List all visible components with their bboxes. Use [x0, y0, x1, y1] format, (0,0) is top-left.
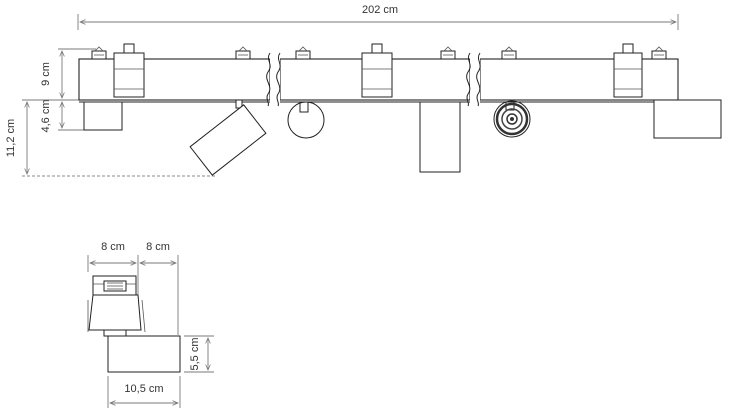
screw — [501, 46, 517, 60]
spot-length-label: 10,5 cm — [124, 383, 163, 395]
side-spotlight-body — [107, 335, 181, 373]
total-length-label: 202 cm — [362, 4, 398, 16]
max-height-dimension: 11,2 cm — [5, 99, 215, 177]
side-view-detail: 8 cm 8 cm 5,5 cm 10,5 cm — [87, 241, 214, 408]
spotlight-down-2 — [419, 101, 461, 173]
spotlight-lens-view — [493, 100, 531, 138]
mounting-screws — [91, 46, 667, 60]
spotlight-tilted — [189, 99, 267, 176]
rail-height-dimension: 9 cm — [40, 48, 96, 98]
spot-depth-dimension: 5,5 cm — [184, 335, 214, 373]
spot-depth-label: 5,5 cm — [189, 337, 201, 370]
spotlights — [83, 99, 722, 176]
rail-segment-left — [78, 58, 271, 101]
connector-block — [113, 43, 145, 98]
spotlight-down-1 — [83, 101, 123, 131]
screw — [651, 46, 667, 60]
spot-height-label: 4,6 cm — [40, 99, 52, 132]
screw — [91, 46, 107, 60]
screw — [235, 46, 251, 60]
spot-length-dimension: 10,5 cm — [107, 376, 181, 408]
top-width-b-label: 8 cm — [146, 241, 170, 253]
screw — [440, 46, 456, 60]
break-mark-2 — [466, 52, 471, 107]
screw — [295, 46, 311, 60]
rail-height-label: 9 cm — [40, 62, 52, 86]
track-rail — [78, 52, 679, 107]
top-width-dimensions: 8 cm 8 cm — [87, 241, 179, 335]
spot-height-dimension: 4,6 cm — [40, 99, 84, 133]
total-length-dimension: 202 cm — [77, 4, 679, 30]
rail-segment-right — [479, 58, 679, 101]
max-height-label: 11,2 cm — [5, 119, 17, 157]
spotlight-front-view — [287, 101, 325, 139]
side-rail-profile — [87, 275, 146, 337]
spotlight-horizontal — [653, 99, 722, 139]
connector-block — [361, 43, 393, 98]
ceiling-connectors — [113, 43, 643, 98]
break-mark-1 — [266, 52, 271, 107]
connector-block — [613, 43, 643, 98]
top-width-a-label: 8 cm — [101, 241, 125, 253]
